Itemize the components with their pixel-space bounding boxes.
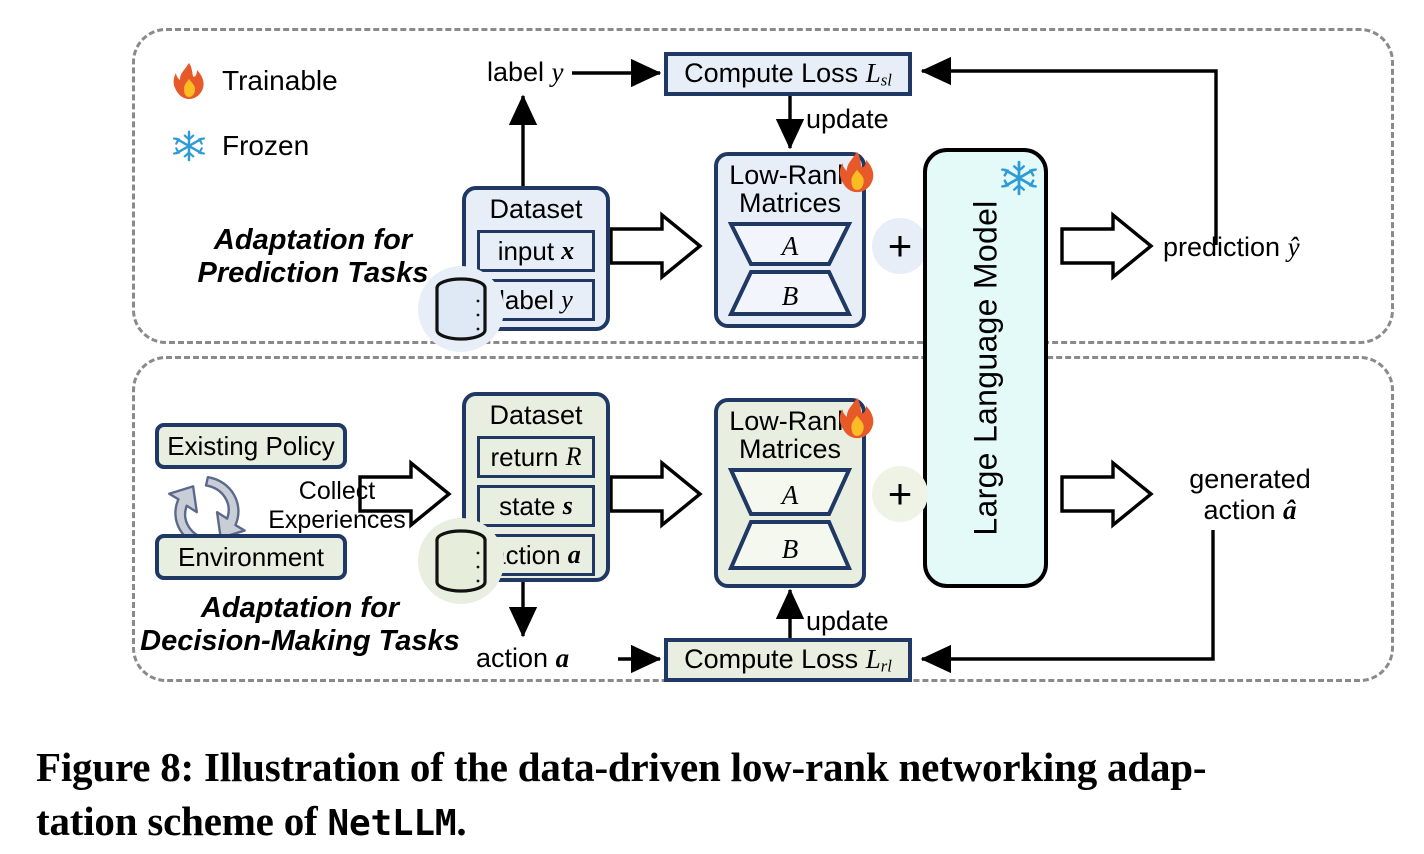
bottom-fire-icon bbox=[838, 396, 876, 440]
caption-line-2-pre: tation scheme of bbox=[36, 798, 328, 845]
top-fire-icon bbox=[838, 150, 876, 194]
collect-experiences-label: Collect Experiences bbox=[268, 477, 406, 534]
caption-line-1: Figure 8: Illustration of the data-drive… bbox=[36, 744, 1207, 790]
svg-text:B: B bbox=[782, 281, 799, 311]
bottom-dataset-row-state: state s bbox=[477, 485, 595, 528]
panel-prediction-tasks bbox=[132, 28, 1394, 344]
bottom-lowrank-title-2: Matrices bbox=[738, 434, 841, 465]
llm-box: Large Language Model bbox=[923, 148, 1048, 588]
llm-label: Large Language Model bbox=[967, 200, 1003, 536]
bottom-output-label: generated action â bbox=[1189, 464, 1311, 525]
bottom-lowrank-matrices-graphic: A B bbox=[727, 467, 853, 570]
bottom-dataset-row-return: return R bbox=[477, 436, 595, 479]
caption-line-2-post: . bbox=[456, 798, 467, 845]
top-dataset-row-input: input x bbox=[477, 230, 595, 273]
legend-trainable-label: Trainable bbox=[222, 65, 338, 96]
caption-netllm: NetLLM bbox=[327, 803, 457, 845]
fire-icon bbox=[172, 62, 206, 100]
bottom-lowrank-title-1: Low-Rank bbox=[729, 406, 851, 436]
top-section-label: Adaptation for Prediction Tasks bbox=[197, 224, 429, 289]
existing-policy-box: Existing Policy bbox=[155, 423, 347, 469]
top-compute-loss-box: Compute Loss Lsl bbox=[664, 52, 912, 96]
top-compute-loss-label: Compute Loss Lsl bbox=[684, 57, 892, 90]
bottom-dataset-title: Dataset bbox=[489, 400, 583, 430]
bottom-update-label: update bbox=[806, 606, 889, 636]
figure-caption: Figure 8: Illustration of the data-drive… bbox=[36, 740, 1396, 848]
top-database-badge bbox=[418, 266, 504, 352]
legend-trainable: Trainable bbox=[172, 62, 338, 100]
bottom-compute-loss-box: Compute Loss Lrl bbox=[664, 638, 912, 682]
top-output-label: prediction ŷ bbox=[1163, 232, 1300, 262]
top-dataset-title: Dataset bbox=[489, 194, 583, 224]
caption-line-2: tation scheme of NetLLM. bbox=[36, 794, 1396, 848]
bottom-compute-loss-label: Compute Loss Lrl bbox=[684, 643, 892, 676]
llm-snowflake-icon bbox=[1000, 158, 1038, 198]
top-lowrank-title-1: Low-Rank bbox=[729, 160, 851, 190]
legend-frozen: Frozen bbox=[172, 128, 309, 164]
environment-box: Environment bbox=[155, 534, 347, 580]
svg-text:B: B bbox=[782, 534, 799, 564]
top-plus-badge: + bbox=[872, 218, 928, 274]
svg-text:A: A bbox=[780, 231, 799, 261]
svg-text:A: A bbox=[780, 480, 799, 510]
top-lowrank-matrices-graphic: A B bbox=[727, 221, 853, 316]
top-lowrank-title-2: Matrices bbox=[738, 188, 841, 219]
bottom-lowrank-box: Low-Rank Matrices A B bbox=[714, 398, 866, 588]
bottom-section-label: Adaptation for Decision-Making Tasks bbox=[140, 592, 460, 657]
top-label-y-text: label y bbox=[487, 57, 564, 87]
top-update-label: update bbox=[806, 104, 889, 134]
bottom-plus-badge: + bbox=[872, 466, 928, 522]
bottom-database-badge bbox=[418, 518, 504, 604]
legend-frozen-label: Frozen bbox=[222, 130, 310, 161]
snowflake-icon bbox=[172, 128, 206, 164]
top-lowrank-box: Low-Rank Matrices A B bbox=[714, 152, 866, 328]
bottom-action-a-text: action a bbox=[476, 643, 570, 673]
